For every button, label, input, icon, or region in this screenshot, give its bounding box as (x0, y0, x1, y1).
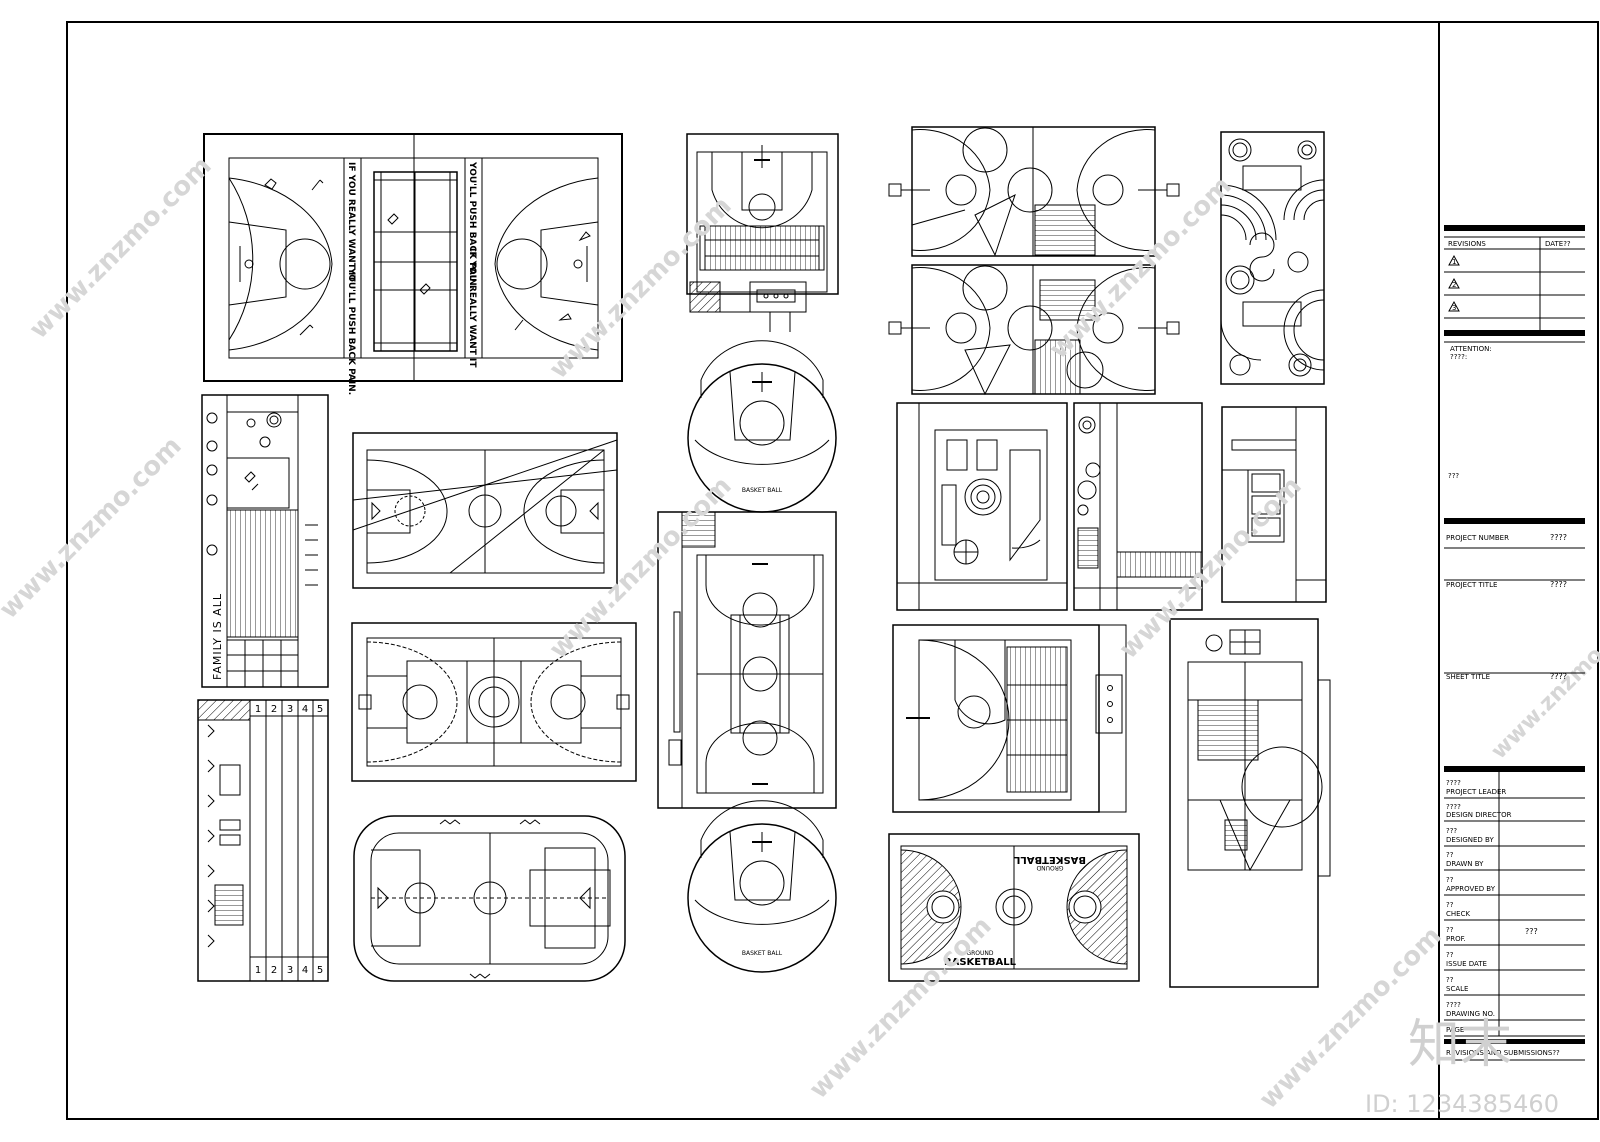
basket-ball-label-2: BASKET BALL (742, 950, 783, 957)
role-cn-0: ???? (1446, 779, 1461, 787)
tall-court-plan (657, 511, 837, 809)
rev-mark-2: 2 (1452, 281, 1456, 289)
prof-value: ??? (1525, 927, 1538, 936)
role-en-4: APPROVED BY (1446, 885, 1496, 893)
round-court-bottom: BASKET BALL (687, 800, 837, 973)
lane-number-bottom-4: 4 (302, 965, 308, 976)
wall-elevation-panel (1073, 402, 1203, 611)
lane-number-bottom-2: 2 (271, 965, 277, 976)
role-cn-9: ???? (1446, 1001, 1461, 1009)
watermark-site-4: www.znzmo.com (0, 431, 188, 625)
watermark-site-5: www.znzmo.com (544, 471, 738, 665)
role-cn-2: ??? (1446, 827, 1457, 835)
lane-number-top-4: 4 (302, 704, 308, 715)
door-elevation (1221, 406, 1327, 603)
attention-label: ATTENTION: (1450, 345, 1492, 353)
role-en-1: DESIGN DIRECTOR (1446, 811, 1512, 819)
project-title-label: PROJECT TITLE (1446, 581, 1497, 589)
role-cn-3: ?? (1446, 851, 1454, 859)
date-label: DATE?? (1545, 240, 1571, 248)
project-title-value: ???? (1550, 580, 1567, 589)
rev-mark-1: 1 (1452, 258, 1456, 266)
basketball-title-top: BASKETBALL (1013, 854, 1086, 865)
numbered-lane-wall: 1 2 3 4 5 1 2 3 4 5 (197, 699, 329, 982)
role-en-7: ISSUE DATE (1446, 960, 1487, 968)
role-cn-5: ?? (1446, 901, 1454, 909)
slogan-right-1: IF YOU REALLY WANT IT (467, 248, 477, 368)
sheet-title-value: ???? (1550, 672, 1567, 681)
project-number-label: PROJECT NUMBER (1446, 534, 1509, 542)
role-cn-8: ?? (1446, 976, 1454, 984)
lane-number-bottom-5: 5 (317, 965, 323, 976)
circle-pattern-plan (1220, 131, 1325, 385)
submissions-label: REVISIONS AND SUBMISSIONS?? (1446, 1049, 1560, 1057)
site-plan-complex (896, 402, 1068, 611)
role-en-2: DESIGNED BY (1446, 836, 1494, 844)
slogan-left-2: YOU'LL PUSH BACK PAIN. (346, 267, 356, 395)
role-en-8: SCALE (1446, 985, 1468, 993)
title-block (1444, 225, 1585, 1061)
hopscotch-court-plan (1169, 618, 1331, 988)
court-with-stands (892, 624, 1127, 813)
role-cn-4: ?? (1446, 876, 1454, 884)
basketball-title-bottom: BASKETBALL (944, 957, 1017, 968)
attention-qmarks: ??? (1448, 472, 1459, 480)
role-cn-7: ?? (1446, 951, 1454, 959)
role-cn-1: ???? (1446, 803, 1461, 811)
lane-number-top-1: 1 (255, 704, 261, 715)
geometric-court-lower (888, 264, 1180, 396)
slogan-left-1: IF YOU REALLY WANT IT (346, 162, 356, 282)
role-en-6: PROF. (1446, 935, 1466, 943)
geometric-court-upper (888, 126, 1180, 257)
role-en-10: PAGE (1446, 1026, 1464, 1034)
lane-number-top-5: 5 (317, 704, 323, 715)
ground-label-bottom: GROUND (966, 950, 993, 957)
sheet-border (66, 21, 1599, 1120)
lane-number-top-3: 3 (287, 704, 293, 715)
lane-number-bottom-1: 1 (255, 965, 261, 976)
watermark-site-9: www.znzmo.com (1487, 600, 1600, 764)
sheet-title-label: SHEET TITLE (1446, 673, 1490, 681)
full-court-standard (351, 622, 637, 782)
ground-label-top: GROUND (1036, 864, 1063, 871)
full-court-diagonal (352, 432, 618, 589)
family-slogan: FAMILY IS ALL (211, 593, 224, 680)
lane-number-top-2: 2 (271, 704, 277, 715)
role-en-3: DRAWN BY (1446, 860, 1484, 868)
slogan-right-2: YOU'LL PUSH BACK PAIN. (467, 161, 477, 289)
brand-watermark: 知末 (1408, 1015, 1512, 1075)
lane-number-bottom-3: 3 (287, 965, 293, 976)
role-en-5: CHECK (1446, 910, 1470, 918)
role-en-0: PROJECT LEADER (1446, 788, 1506, 796)
role-cn-6: ?? (1446, 926, 1454, 934)
rounded-track-court (353, 815, 626, 982)
project-number-value: ???? (1550, 533, 1567, 542)
watermark-site-3: www.znzmo.com (1044, 171, 1238, 365)
family-wall-elevation: FAMILY IS ALL (201, 394, 329, 688)
basketball-ground-plan: BASKETBALL GROUND BASKETBALL GROUND (888, 833, 1140, 982)
role-en-9: DRAWING NO. (1446, 1010, 1495, 1018)
half-court-plan (686, 133, 839, 332)
attention-value: ????: (1450, 353, 1467, 361)
rev-mark-3: 3 (1452, 304, 1456, 312)
watermark-site-1: www.znzmo.com (24, 151, 218, 345)
image-id-label: ID: 1234385460 (1365, 1090, 1559, 1118)
basket-ball-label-1: BASKET BALL (742, 487, 783, 494)
court-slogan-plan (203, 133, 623, 382)
revisions-label: REVISIONS (1448, 240, 1486, 248)
